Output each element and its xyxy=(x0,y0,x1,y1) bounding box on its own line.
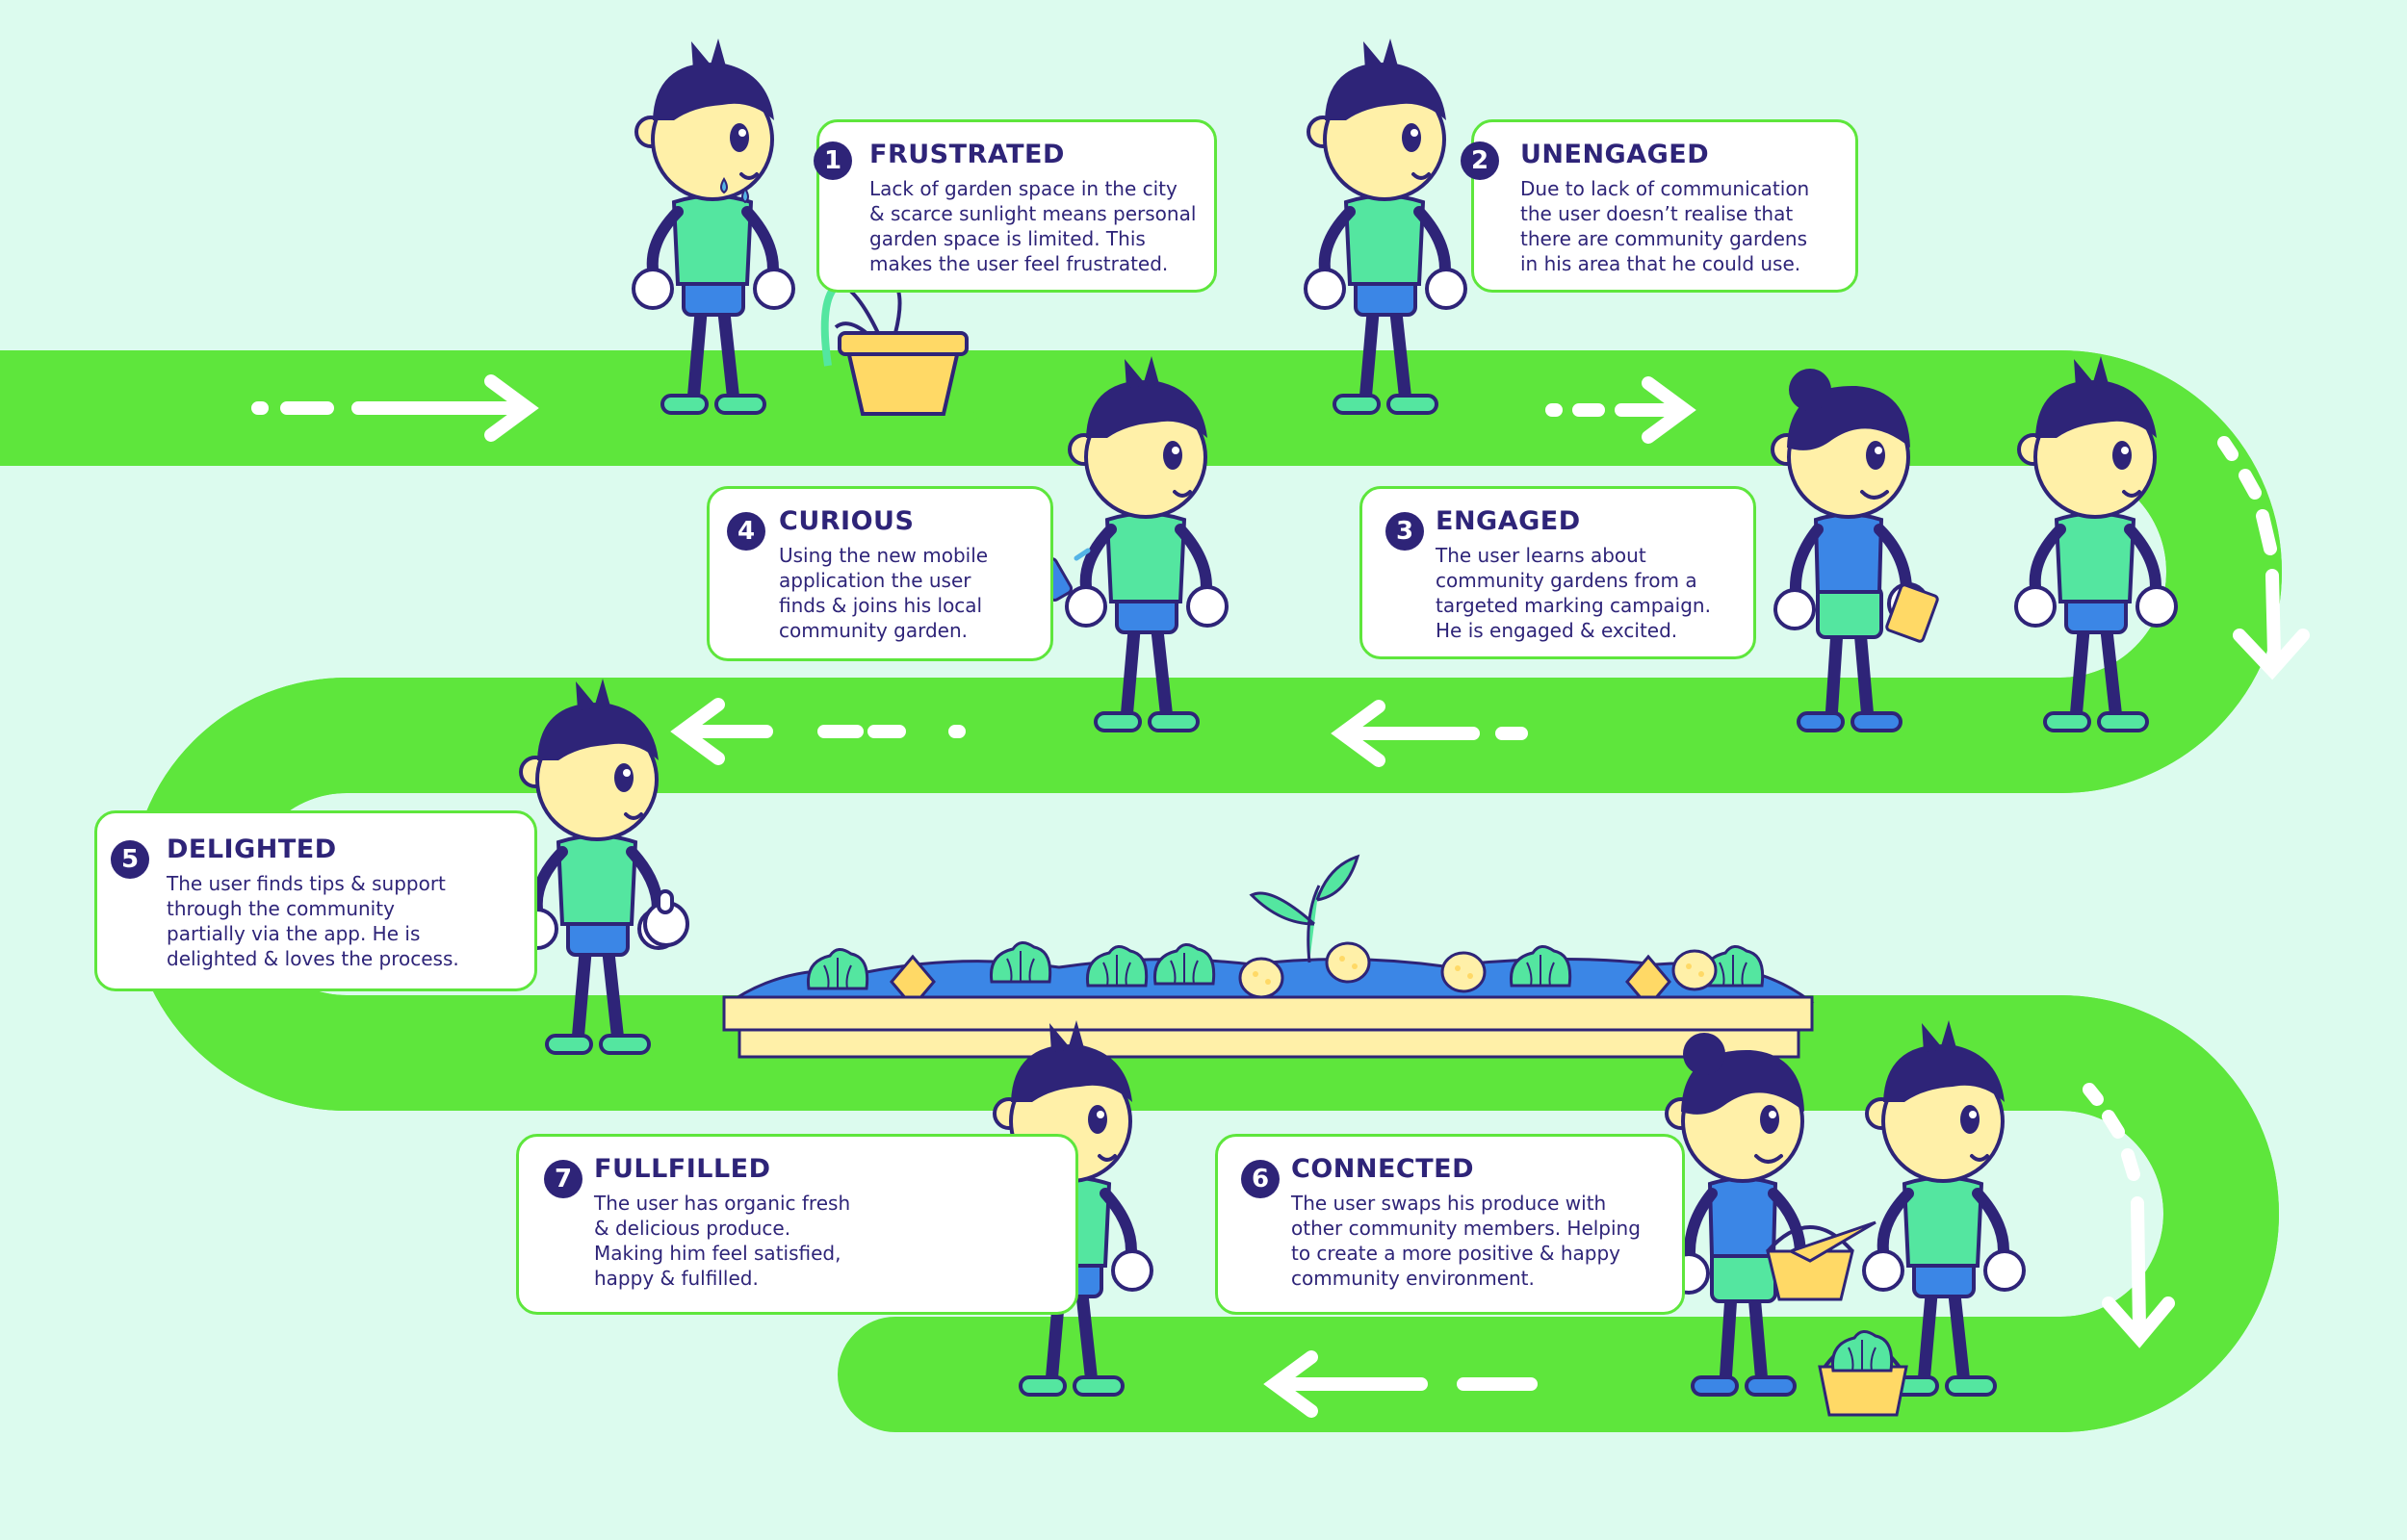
stage-description: Lack of garden space in the city & scarc… xyxy=(869,177,1197,275)
stage-number-badge: 5 xyxy=(111,840,149,879)
stage-title: CONNECTED xyxy=(1291,1154,1474,1184)
stage-title: FULLFILLED xyxy=(594,1154,771,1184)
stage-number-badge: 6 xyxy=(1241,1160,1280,1198)
stage-number-badge: 3 xyxy=(1385,512,1424,551)
flyer-icon xyxy=(1885,583,1939,643)
stage-description: The user swaps his produce with other co… xyxy=(1291,1192,1641,1290)
garden-bed-icon xyxy=(722,854,1877,1070)
stage-card-7: 7 FULLFILLED The user has organic fresh … xyxy=(516,1134,1078,1315)
arrow-left-icon xyxy=(670,698,1528,767)
tears-icon xyxy=(720,177,749,204)
stage-number-badge: 2 xyxy=(1461,141,1499,180)
stage-title: UNENGAGED xyxy=(1520,140,1710,169)
stage-title: FRUSTRATED xyxy=(869,140,1065,169)
stage-description: Due to lack of communication the user do… xyxy=(1520,177,1810,275)
stage-card-1: 1 FRUSTRATED Lack of garden space in the… xyxy=(814,119,1217,293)
stage-card-5: 5 DELIGHTED The user finds tips & suppor… xyxy=(94,810,537,991)
stage-number-badge: 1 xyxy=(814,141,852,180)
arrow-down-icon xyxy=(2083,1083,2175,1348)
stage-card-2: 2 UNENGAGED Due to lack of communication… xyxy=(1461,119,1858,293)
stage-title: ENGAGED xyxy=(1436,506,1581,536)
stage-number-badge: 4 xyxy=(727,512,765,551)
stage-description: Using the new mobile application the use… xyxy=(779,544,989,642)
stage-title: DELIGHTED xyxy=(167,834,337,864)
arrow-down-icon xyxy=(2217,436,2310,680)
stage-description: The user has organic fresh & delicious p… xyxy=(594,1192,851,1290)
stage-description: The user learns about community gardens … xyxy=(1436,544,1711,642)
arrow-right-icon xyxy=(1545,376,1696,444)
thumbs-up-icon xyxy=(643,889,689,947)
stage-card-6: 6 CONNECTED The user swaps his produce w… xyxy=(1215,1134,1685,1315)
flower-pot-icon xyxy=(820,279,980,424)
stage-number-badge: 7 xyxy=(544,1160,582,1198)
basket-icon xyxy=(1766,1220,1876,1301)
stage-title: CURIOUS xyxy=(779,506,915,536)
basket-icon xyxy=(1818,1329,1908,1417)
stage-description: The user finds tips & support through th… xyxy=(167,872,459,970)
stage-card-3: 3 ENGAGED The user learns about communit… xyxy=(1359,486,1756,659)
stage-card-4: 4 CURIOUS Using the new mobile applicati… xyxy=(707,486,1053,661)
arrow-right-icon xyxy=(251,374,539,442)
arrow-left-icon xyxy=(1263,1350,1538,1418)
